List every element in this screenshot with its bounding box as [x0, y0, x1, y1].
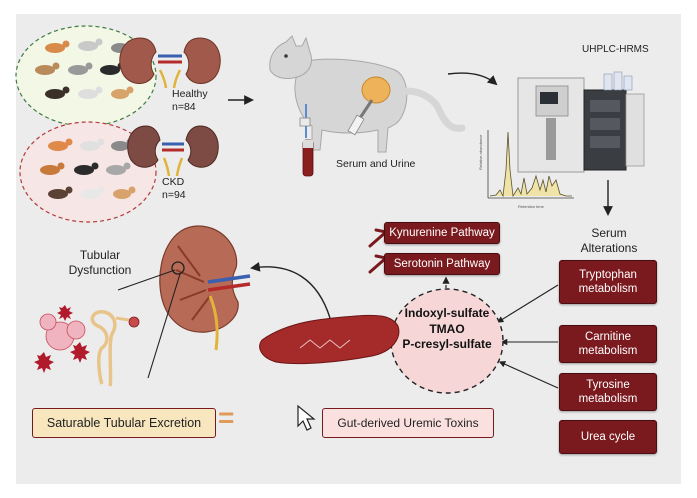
tubular-dysfunction-label: Tubular Dysfunction — [52, 248, 148, 278]
cat-icons-healthy — [35, 38, 134, 99]
equals-sign: = — [218, 402, 235, 433]
tubular-line1: Tubular — [79, 248, 121, 262]
arrow-to-instrument — [447, 72, 498, 86]
serotonin-pathway-label: Serotonin Pathway — [393, 257, 491, 270]
healthy-count: n=84 — [172, 100, 196, 113]
tyrosine-line2: metabolism — [578, 393, 638, 405]
carnitine-line1: Carnitine — [584, 330, 632, 343]
serum-alterations-line2: Alterations — [580, 241, 638, 255]
tyrosine-line1: Tyrosine — [586, 378, 630, 391]
urea-cycle-label: Urea cycle — [580, 430, 636, 443]
kynurenine-pathway-label: Kynurenine Pathway — [389, 226, 495, 239]
serum-alterations-title: Serum Alterations — [572, 226, 646, 256]
healthy-title: Healthy — [172, 88, 208, 100]
tryptophan-line1: Tryptophan — [579, 268, 637, 281]
urea-cycle-box: Urea cycle — [559, 420, 657, 454]
serotonin-pathway-box: Serotonin Pathway — [384, 253, 500, 275]
kynurenine-pathway-box: Kynurenine Pathway — [384, 222, 500, 244]
pointer-line — [117, 269, 176, 291]
uhplc-instrument-illustration — [517, 71, 645, 173]
damaged-cells-illustration — [34, 305, 90, 373]
toxin-p-cresyl-sulfate: P-cresyl-sulfate — [402, 337, 492, 352]
healthy-label: Healthy n=84 — [172, 88, 208, 113]
serum-alterations-line1: Serum — [591, 226, 627, 240]
toxin-indoxyl-sulfate: Indoxyl-sulfate — [404, 306, 490, 320]
chromatogram-ylabel: Relative abundance — [478, 134, 483, 170]
ckd-count: n=94 — [162, 188, 186, 201]
ckd-kidneys — [127, 125, 219, 177]
cat-illustration — [269, 35, 466, 177]
carnitine-line2: metabolism — [578, 345, 638, 357]
ckd-title: CKD — [162, 176, 185, 188]
cat-icons-ckd — [40, 138, 136, 199]
nephron-illustration — [90, 310, 140, 387]
toxin-tmao: TMAO — [429, 321, 465, 336]
ckd-label: CKD n=94 — [162, 176, 186, 201]
chromatogram-xlabel: Retention time — [518, 204, 545, 209]
tryptophan-metabolism-box: Tryptophan metabolism — [559, 260, 657, 304]
ckd-cats-group — [19, 121, 157, 223]
metabolism-connector-lines — [496, 284, 559, 389]
gut-derived-toxins-label: Gut-derived Uremic Toxins — [337, 416, 479, 430]
gut-illustration — [259, 314, 400, 365]
uremic-toxins-list: Indoxyl-sulfate TMAO P-cresyl-sulfate — [394, 306, 500, 353]
kidney-cross-section — [159, 225, 251, 351]
sampling-label: Serum and Urine — [336, 158, 416, 170]
arrow-gut-to-kidney — [250, 261, 331, 319]
cursor-icon — [297, 404, 316, 431]
tryptophan-line2: metabolism — [578, 283, 638, 295]
healthy-kidneys — [119, 37, 221, 89]
carnitine-metabolism-box: Carnitine metabolism — [559, 325, 657, 363]
chromatogram: Relative abundance Retention time — [478, 130, 574, 209]
gut-derived-toxins-box: Gut-derived Uremic Toxins — [322, 408, 494, 438]
pointer-line — [147, 273, 181, 379]
tubular-line2: Dysfunction — [68, 263, 132, 277]
saturable-tubular-excretion-box: Saturable Tubular Excretion — [32, 408, 216, 438]
instrument-label: UHPLC-HRMS — [582, 44, 649, 55]
tyrosine-metabolism-box: Tyrosine metabolism — [559, 373, 657, 411]
toxins-circle — [390, 288, 504, 394]
saturable-tubular-excretion-label: Saturable Tubular Excretion — [46, 416, 202, 430]
